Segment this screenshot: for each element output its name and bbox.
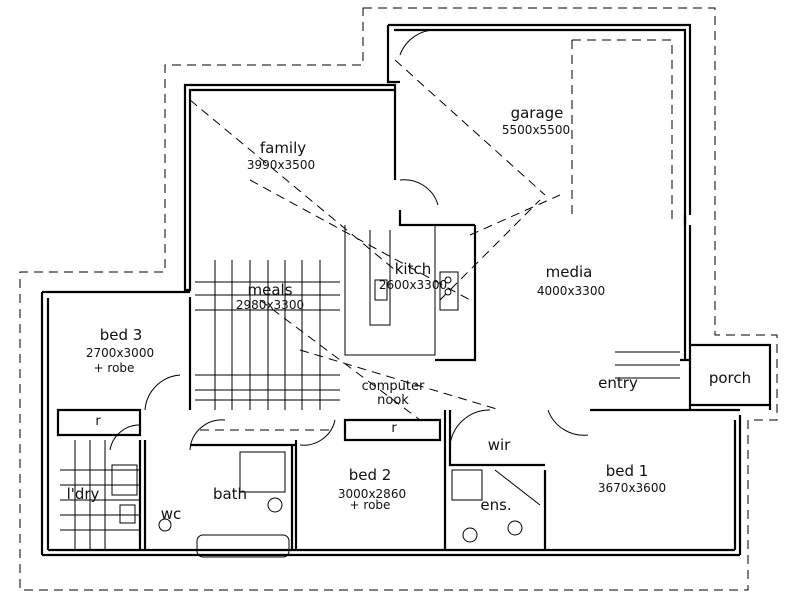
ens-label: ens. bbox=[480, 496, 512, 514]
kitchen-label: kitch bbox=[394, 260, 432, 278]
family-door bbox=[399, 179, 439, 206]
media-size: 4000x3300 bbox=[536, 284, 606, 298]
bed2-door bbox=[299, 419, 336, 446]
kitchen-size: 2600x3300 bbox=[378, 278, 448, 292]
family-wall bbox=[183, 83, 397, 292]
family-size: 3990x3500 bbox=[246, 158, 316, 172]
bed3-label: bed 3 bbox=[99, 326, 143, 344]
computer-nook-label: computer bbox=[361, 379, 425, 394]
bed1-size: 3670x3600 bbox=[597, 481, 667, 495]
bed2-size: 3000x2860 bbox=[337, 487, 407, 501]
meals-size: 2980x3300 bbox=[235, 298, 305, 312]
porch-wall bbox=[690, 343, 772, 410]
wc-pan bbox=[158, 518, 172, 532]
garage-roof-line bbox=[394, 39, 673, 220]
entry-label: entry bbox=[598, 374, 638, 392]
computer-nook-label-2: nook bbox=[377, 393, 409, 408]
wir-label: wir bbox=[487, 436, 511, 454]
garage-wall bbox=[386, 23, 692, 215]
entry-door bbox=[547, 409, 589, 436]
media-label: media bbox=[545, 263, 593, 281]
south-wall bbox=[42, 415, 742, 557]
garage-size: 5500x5500 bbox=[501, 123, 571, 137]
garage-label: garage bbox=[510, 104, 564, 122]
bath-door bbox=[189, 419, 226, 451]
bed3-size: 2700x3000 bbox=[85, 346, 155, 360]
bed3-robe-marker: r bbox=[95, 414, 101, 429]
porch-label: porch bbox=[708, 369, 752, 387]
bed3-wall bbox=[40, 290, 192, 555]
bath-label: bath bbox=[212, 485, 248, 503]
laundry-door bbox=[109, 424, 141, 451]
meals-floor-lines bbox=[195, 260, 340, 410]
laundry-lines bbox=[60, 440, 140, 550]
garage-door bbox=[399, 29, 439, 56]
site-boundary bbox=[19, 7, 778, 591]
bed2-robe-marker: r bbox=[391, 421, 397, 436]
laundry-label: l'dry bbox=[66, 485, 100, 503]
bed3-robe: + robe bbox=[93, 361, 135, 375]
wc-label: wc bbox=[160, 505, 182, 523]
media-wall bbox=[435, 215, 692, 362]
bed1-label: bed 1 bbox=[605, 462, 649, 480]
bed3-door bbox=[144, 374, 181, 411]
bathtub bbox=[196, 534, 290, 558]
wir-wall bbox=[443, 410, 547, 550]
bed2-label: bed 2 bbox=[348, 466, 392, 484]
bed2-robe: + robe bbox=[349, 498, 391, 512]
kitchen-bench bbox=[344, 225, 436, 356]
family-label: family bbox=[259, 139, 307, 157]
basin bbox=[267, 497, 283, 513]
bed1-door bbox=[449, 409, 491, 446]
bed2-wall bbox=[190, 440, 298, 550]
meals-label: meals bbox=[247, 281, 293, 299]
